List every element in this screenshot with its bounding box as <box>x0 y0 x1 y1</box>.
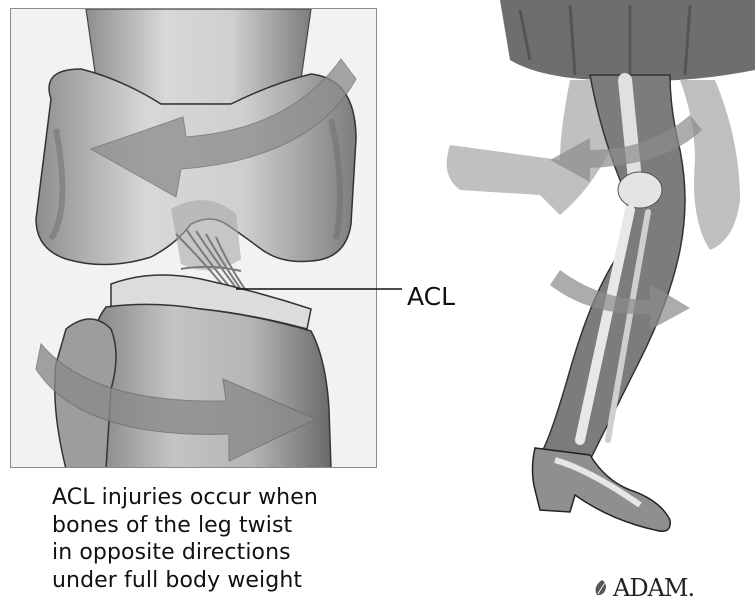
leaf-logo-icon <box>593 579 611 597</box>
caption-line: under full body weight <box>52 567 382 595</box>
logo-text: ADAM. <box>613 574 694 602</box>
leg-in-motion-illustration <box>440 0 755 560</box>
shoe <box>533 448 671 531</box>
skirt <box>500 0 755 81</box>
caption-line: in opposite directions <box>52 539 382 567</box>
knee-joint-illustration <box>10 8 377 468</box>
figure-caption: ACL injuries occur when bones of the leg… <box>52 484 382 594</box>
caption-line: ACL injuries occur when <box>52 484 382 512</box>
caption-line: bones of the leg twist <box>52 512 382 540</box>
adam-logo: ADAM. <box>593 573 694 603</box>
